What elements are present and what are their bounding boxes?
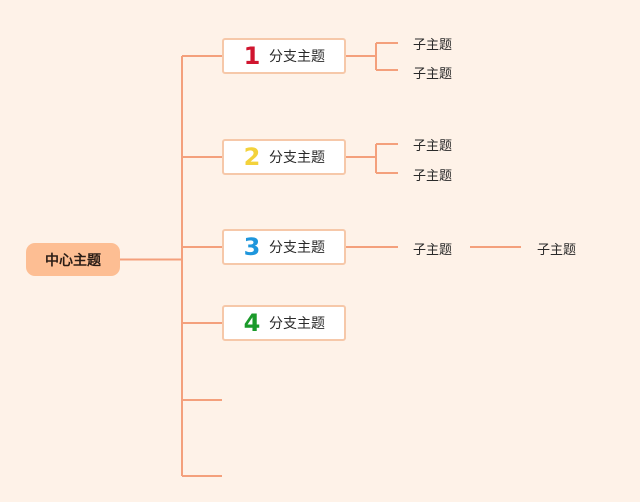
branch-topic-2[interactable]: 2 分支主题 [222, 139, 346, 175]
connector-branch-1-subs [346, 42, 398, 71]
subtopic-2-1[interactable]: 子主题 [413, 139, 453, 154]
subtopic-3-1[interactable]: 子主题 [413, 243, 453, 258]
branch-label-4: 分支主题 [269, 316, 325, 332]
branch-number-3: 3 [243, 233, 261, 261]
central-topic-label: 中心主题 [45, 252, 101, 269]
connector-branch-2-subs [346, 143, 398, 174]
branch-number-2: 2 [243, 143, 261, 171]
subtopic-2-2[interactable]: 子主题 [413, 169, 453, 184]
branch-topic-3[interactable]: 3 分支主题 [222, 229, 346, 265]
branch-topic-4[interactable]: 4 分支主题 [222, 305, 346, 341]
branch-label-3: 分支主题 [269, 240, 325, 256]
branch-number-1: 1 [243, 42, 261, 70]
branch-label-1: 分支主题 [269, 49, 325, 65]
branch-topic-1[interactable]: 1 分支主题 [222, 38, 346, 74]
central-topic[interactable]: 中心主题 [26, 243, 120, 276]
subtopic-3-1-1[interactable]: 子主题 [537, 243, 577, 258]
branch-label-2: 分支主题 [269, 150, 325, 166]
subtopic-1-2[interactable]: 子主题 [413, 67, 453, 82]
subtopic-1-1[interactable]: 子主题 [413, 38, 453, 53]
branch-number-4: 4 [243, 309, 261, 337]
